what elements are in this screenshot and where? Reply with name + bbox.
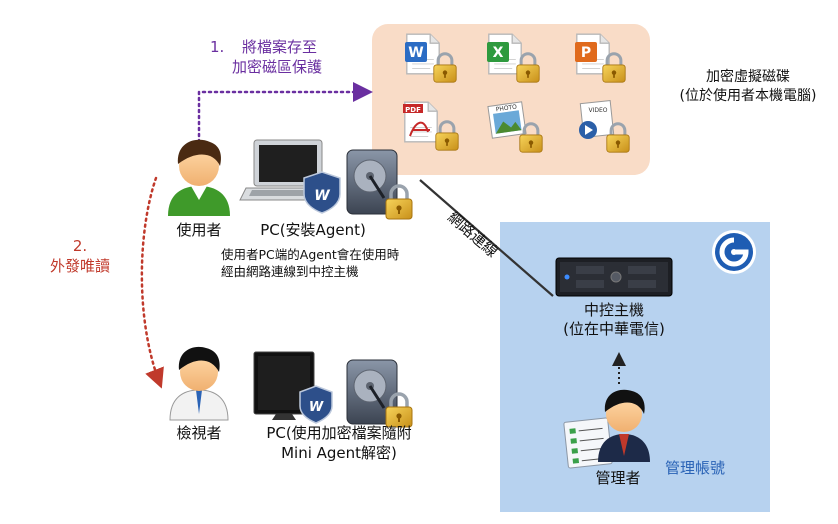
svg-text:X: X [493, 45, 504, 61]
step1-number: 1. [210, 38, 225, 56]
mini-agent-shield-icon: W [299, 385, 333, 424]
powerpoint-file-icon: P [575, 33, 627, 83]
svg-text:PHOTO: PHOTO [495, 103, 517, 113]
pc-agent-desc-line1: 使用者PC端的Agent會在使用時 [221, 247, 400, 262]
encrypted-disk-title: 加密虛擬磁碟 [706, 69, 790, 85]
network-line [419, 179, 554, 297]
admin-label: 管理者 [595, 469, 641, 487]
step2-label: 外發唯讀 [49, 257, 111, 275]
step1-label-line2: 加密磁區保護 [232, 58, 323, 76]
admin-account-label: 管理帳號 [665, 459, 726, 477]
pdf-file-icon: PDF [403, 101, 460, 151]
user-icon [168, 139, 230, 216]
step2-number: 2. [72, 237, 88, 255]
server-label: 中控主機 [583, 301, 645, 319]
encrypted-drive-icon [346, 149, 414, 220]
user-label: 使用者 [176, 221, 222, 239]
excel-file-icon: X [487, 33, 541, 83]
svg-text:W: W [408, 45, 423, 61]
pc-agent-label: PC(安裝Agent) [260, 221, 366, 239]
laptop-icon [239, 139, 337, 201]
company-logo-icon [712, 230, 756, 274]
encrypted-file-drive-icon [346, 359, 414, 428]
encrypted-disk-subtitle: (位於使用者本機電腦) [679, 88, 817, 104]
viewer-icon [169, 346, 229, 421]
viewer-label: 檢視者 [176, 424, 222, 442]
agent-shield-icon: W [303, 171, 341, 214]
svg-text:W: W [314, 188, 330, 204]
svg-text:VIDEO: VIDEO [588, 107, 607, 114]
pc-mini-agent-label-line1: PC(使用加密檔案隨附 [266, 424, 412, 442]
pc-mini-agent-label-line2: Mini Agent解密) [281, 444, 397, 462]
server-icon [555, 257, 673, 297]
svg-text:P: P [581, 45, 591, 61]
monitor-icon [253, 351, 315, 420]
video-file-icon: VIDEO [579, 99, 631, 153]
pc-agent-desc-line2: 經由網路連線到中控主機 [221, 264, 359, 279]
word-file-icon: W [405, 33, 458, 83]
admin-icon [563, 389, 650, 469]
svg-text:PDF: PDF [405, 106, 421, 114]
svg-text:W: W [309, 400, 324, 415]
share-arrow [140, 176, 164, 389]
server-location: (位在中華電信) [563, 320, 665, 338]
step1-label-line1: 將檔案存至 [242, 38, 318, 56]
save-arrow [197, 82, 373, 144]
photo-file-icon: PHOTO [487, 101, 544, 153]
